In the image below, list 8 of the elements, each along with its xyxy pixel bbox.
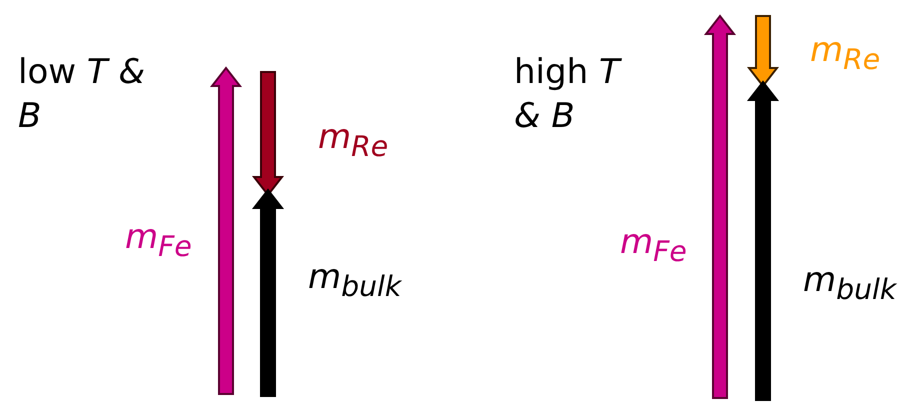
condition-label: low T & B — [18, 51, 146, 138]
vector-label: m$_{Fe}$ — [620, 221, 687, 270]
condition-label: high T & B — [514, 51, 623, 138]
vector-label: m$_{bulk}$ — [803, 259, 896, 308]
vector-label: m$_{Re}$ — [318, 116, 388, 165]
vector-label: m$_{Re}$ — [810, 29, 880, 78]
vector-label: m$_{Fe}$ — [125, 216, 192, 265]
vector-label: m$_{bulk}$ — [308, 256, 402, 305]
